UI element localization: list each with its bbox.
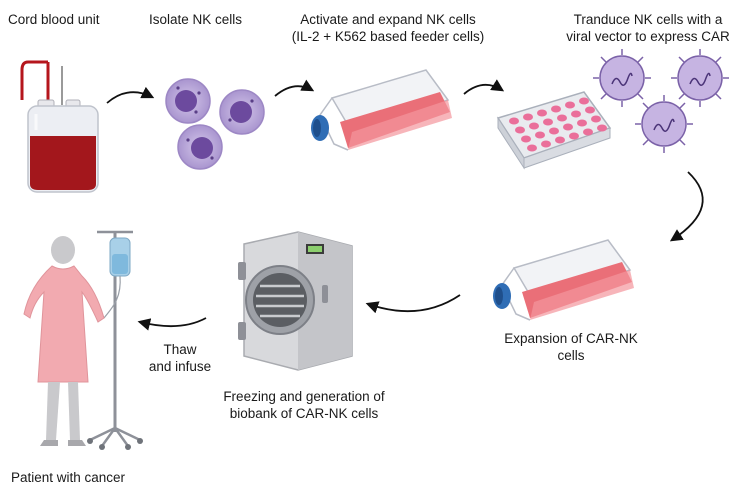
thaw-line1: Thaw (163, 342, 197, 357)
transduce-label: Tranduce NK cells with a viral vector to… (548, 11, 748, 45)
arrow-1 (106, 86, 155, 104)
freezing-label: Freezing and generation of biobank of CA… (204, 388, 404, 422)
arrow-4 (669, 171, 704, 242)
expansion-flask-icon (493, 239, 634, 321)
arrow-6 (137, 317, 207, 331)
expansion-line1: Expansion of CAR-NK (504, 331, 638, 346)
expansion-label: Expansion of CAR-NK cells (486, 330, 656, 364)
arrow-3 (463, 79, 505, 95)
cord-blood-bag-icon (20, 60, 99, 193)
patient-label: Patient with cancer (11, 470, 126, 485)
viral-vector-icon (593, 49, 729, 153)
isolate-label: Isolate NK cells (149, 12, 243, 27)
culture-flask-icon (311, 69, 452, 151)
activate-line2: (IL-2 + K562 based feeder cells) (291, 29, 485, 44)
transduce-line2: viral vector to express CAR (566, 29, 730, 44)
freezing-line1: Freezing and generation of (223, 389, 385, 404)
well-plate-icon (496, 91, 612, 170)
patient-icon (23, 230, 143, 450)
expansion-line2: cells (557, 348, 585, 363)
freezer-machine-icon (238, 231, 353, 371)
activate-label: Activate and expand NK cells (IL-2 + K56… (268, 11, 508, 45)
thaw-line2: and infuse (148, 359, 212, 374)
cord-blood-label: Cord blood unit (8, 12, 100, 27)
freezing-line2: biobank of CAR-NK cells (229, 406, 379, 421)
arrow-5 (365, 294, 461, 314)
thaw-label: Thaw and infuse (140, 341, 220, 375)
activate-line1: Activate and expand NK cells (300, 12, 476, 27)
arrow-2 (274, 79, 315, 97)
nk-cells-icon (165, 78, 265, 170)
transduce-line1: Tranduce NK cells with a (573, 12, 723, 27)
